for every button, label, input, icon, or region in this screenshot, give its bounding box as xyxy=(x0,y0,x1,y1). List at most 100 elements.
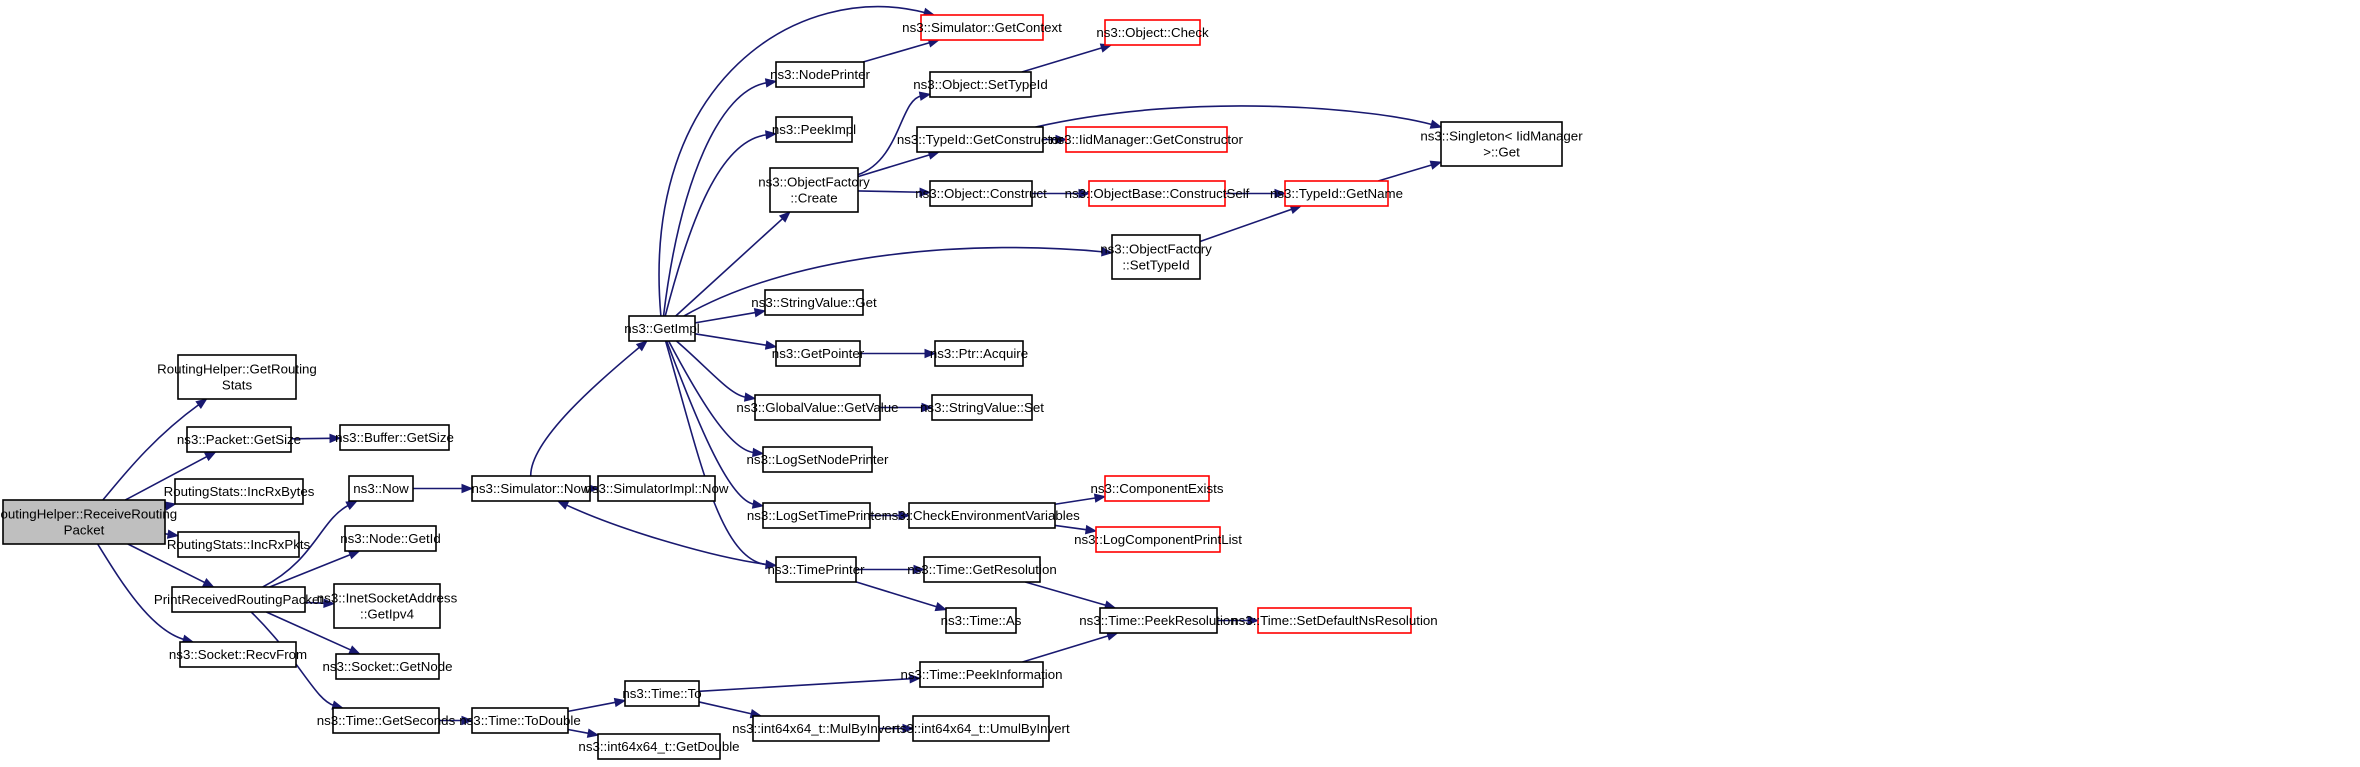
node-objFactorySetTypeId[interactable]: ns3::ObjectFactory::SetTypeId xyxy=(1100,234,1212,280)
node-timeGetResolution[interactable]: ns3::Time::GetResolution xyxy=(907,556,1057,583)
edge-arrowhead xyxy=(204,451,217,462)
node-int64GetDouble[interactable]: ns3::int64x64_t::GetDouble xyxy=(578,733,740,760)
node-label: RoutingStats::IncRxBytes xyxy=(164,484,315,499)
node-simGetContext[interactable]: ns3::Simulator::GetContext xyxy=(902,14,1062,41)
edge-line xyxy=(1054,497,1097,506)
node-objectCheck[interactable]: ns3::Object::Check xyxy=(1096,19,1209,46)
node-label: PrintReceivedRoutingPacket xyxy=(154,592,324,607)
node-simNow[interactable]: ns3::Simulator::Now xyxy=(471,475,591,502)
edge-arrowhead xyxy=(1078,188,1091,199)
node-simImplNow[interactable]: ns3::SimulatorImpl::Now xyxy=(584,475,729,502)
node-box xyxy=(471,475,591,502)
edge-line xyxy=(265,611,352,652)
edge-line xyxy=(1022,634,1110,663)
edge-logSetTimePrinter-to-checkEnvVars xyxy=(870,510,911,521)
edge-line xyxy=(694,332,768,347)
edge-arrowhead xyxy=(778,211,791,223)
node-timePeekInformation[interactable]: ns3::Time::PeekInformation xyxy=(900,661,1063,688)
node-typeIdGetName[interactable]: ns3::TypeId::GetName xyxy=(1270,180,1403,207)
node-timePrinter[interactable]: ns3::TimePrinter xyxy=(767,556,865,583)
node-mulByInvert[interactable]: ns3::int64x64_t::MulByInvert xyxy=(732,715,900,742)
edge-printReceived-to-now xyxy=(262,500,358,588)
node-recvFrom[interactable]: ns3::Socket::RecvFrom xyxy=(169,641,307,668)
node-timePeekResolution[interactable]: ns3::Time::PeekResolution xyxy=(1079,607,1238,634)
node-printReceived[interactable]: PrintReceivedRoutingPacket xyxy=(154,586,324,613)
edge-line xyxy=(96,543,185,641)
node-box xyxy=(348,475,414,502)
edge-getImpl-to-peekImpl xyxy=(664,130,778,317)
node-socketGetNode[interactable]: ns3::Socket::GetNode xyxy=(322,653,453,680)
node-getImpl[interactable]: ns3::GetImpl xyxy=(624,315,700,342)
node-box xyxy=(186,426,292,453)
edge-now-to-simNow xyxy=(413,483,474,494)
node-incRxBytes[interactable]: RoutingStats::IncRxBytes xyxy=(164,478,315,505)
edge-arrowhead xyxy=(166,529,180,539)
edge-getImpl-to-stringValueGet xyxy=(694,307,767,324)
edge-objFactoryCreate-to-objSetTypeId xyxy=(857,91,932,176)
edge-timeToDouble-to-int64GetDouble xyxy=(567,728,600,738)
node-label: ns3::Packet::GetSize xyxy=(177,432,301,447)
node-nodeGetId[interactable]: ns3::Node::GetId xyxy=(340,525,441,552)
node-timeTo[interactable]: ns3::Time::To xyxy=(622,680,702,707)
node-objConstruct[interactable]: ns3::Object::Construct xyxy=(915,180,1047,207)
node-label: RoutingHelper::GetRouting xyxy=(157,362,317,377)
node-checkEnvVars[interactable]: ns3::CheckEnvironmentVariables xyxy=(884,502,1080,529)
node-logComponentPrintList[interactable]: ns3::LogComponentPrintList xyxy=(1074,526,1242,553)
node-label: ::SetTypeId xyxy=(1122,258,1189,273)
node-logSetTimePrinter[interactable]: ns3::LogSetTimePrinter xyxy=(747,502,887,529)
node-inetGetIpv4[interactable]: ns3::InetSocketAddress::GetIpv4 xyxy=(317,583,458,629)
node-globalValueGetValue[interactable]: ns3::GlobalValue::GetValue xyxy=(736,394,899,421)
node-logSetNodePrinter[interactable]: ns3::LogSetNodePrinter xyxy=(747,446,889,473)
node-label: ns3::Time::To xyxy=(622,686,701,701)
node-stringValueGet[interactable]: ns3::StringValue::Get xyxy=(751,289,877,316)
edge-line xyxy=(675,340,747,399)
node-peekImpl[interactable]: ns3::PeekImpl xyxy=(772,116,856,143)
node-iidGetConstructor[interactable]: ns3::IidManager::GetConstructor xyxy=(1050,126,1244,153)
node-now[interactable]: ns3::Now xyxy=(348,475,414,502)
node-box xyxy=(923,556,1041,583)
node-label: ns3::Ptr::Acquire xyxy=(930,346,1028,361)
edge-arrowhead xyxy=(1274,188,1287,199)
node-box xyxy=(339,424,450,451)
node-box xyxy=(624,680,700,707)
node-getPointer[interactable]: ns3::GetPointer xyxy=(772,340,865,367)
node-box xyxy=(919,661,1044,688)
node-packetGetSize[interactable]: ns3::Packet::GetSize xyxy=(177,426,301,453)
node-umulByInvert[interactable]: ns3::int64x64_t::UmulByInvert xyxy=(892,715,1070,742)
edge-arrowhead xyxy=(909,674,922,684)
node-objBaseConstructSelf[interactable]: ns3::ObjectBase::ConstructSelf xyxy=(1065,180,1250,207)
edge-line xyxy=(698,677,912,693)
node-label: ns3::Object::Construct xyxy=(915,186,1047,201)
node-objFactoryCreate[interactable]: ns3::ObjectFactory::Create xyxy=(758,167,870,213)
node-label: ns3::StringValue::Get xyxy=(751,295,877,310)
node-label: ns3::LogSetNodePrinter xyxy=(747,452,889,467)
edge-checkEnvVars-to-componentExists xyxy=(1054,493,1107,506)
node-label: ns3::LogSetTimePrinter xyxy=(747,508,887,523)
node-setDefaultNsRes[interactable]: ns3::Time::SetDefaultNsResolution xyxy=(1231,607,1438,634)
edge-line xyxy=(1035,105,1433,128)
node-bufferGetSize[interactable]: ns3::Buffer::GetSize xyxy=(335,424,454,451)
node-incRxPkts[interactable]: RoutingStats::IncRxPkts xyxy=(167,531,311,558)
node-typeIdGetConstructor[interactable]: ns3::TypeId::GetConstructor xyxy=(897,126,1064,153)
node-box xyxy=(752,715,880,742)
node-objSetTypeId[interactable]: ns3::Object::SetTypeId xyxy=(913,71,1048,98)
node-label: ns3::NodePrinter xyxy=(770,67,870,82)
node-label: ns3::Socket::RecvFrom xyxy=(169,647,307,662)
edge-arrowhead xyxy=(1055,134,1068,145)
node-label: ns3::GetImpl xyxy=(624,321,699,336)
edge-arrowhead xyxy=(1429,119,1443,129)
node-singletonGet[interactable]: ns3::Singleton< IidManager>::Get xyxy=(1420,121,1583,167)
node-box xyxy=(762,446,873,473)
node-timeAs[interactable]: ns3::Time::As xyxy=(941,607,1022,634)
edge-arrowhead xyxy=(902,723,915,734)
node-nodePrinter[interactable]: ns3::NodePrinter xyxy=(770,61,870,88)
node-componentExists[interactable]: ns3::ComponentExists xyxy=(1090,475,1224,502)
node-timeToDouble[interactable]: ns3::Time::ToDouble xyxy=(459,707,581,734)
edge-arrowhead xyxy=(753,307,767,318)
node-stringValueSet[interactable]: ns3::StringValue::Set xyxy=(920,394,1044,421)
node-timeGetSeconds[interactable]: ns3::Time::GetSeconds xyxy=(317,707,456,734)
edge-line xyxy=(855,581,938,608)
node-ptrAcquire[interactable]: ns3::Ptr::Acquire xyxy=(930,340,1028,367)
